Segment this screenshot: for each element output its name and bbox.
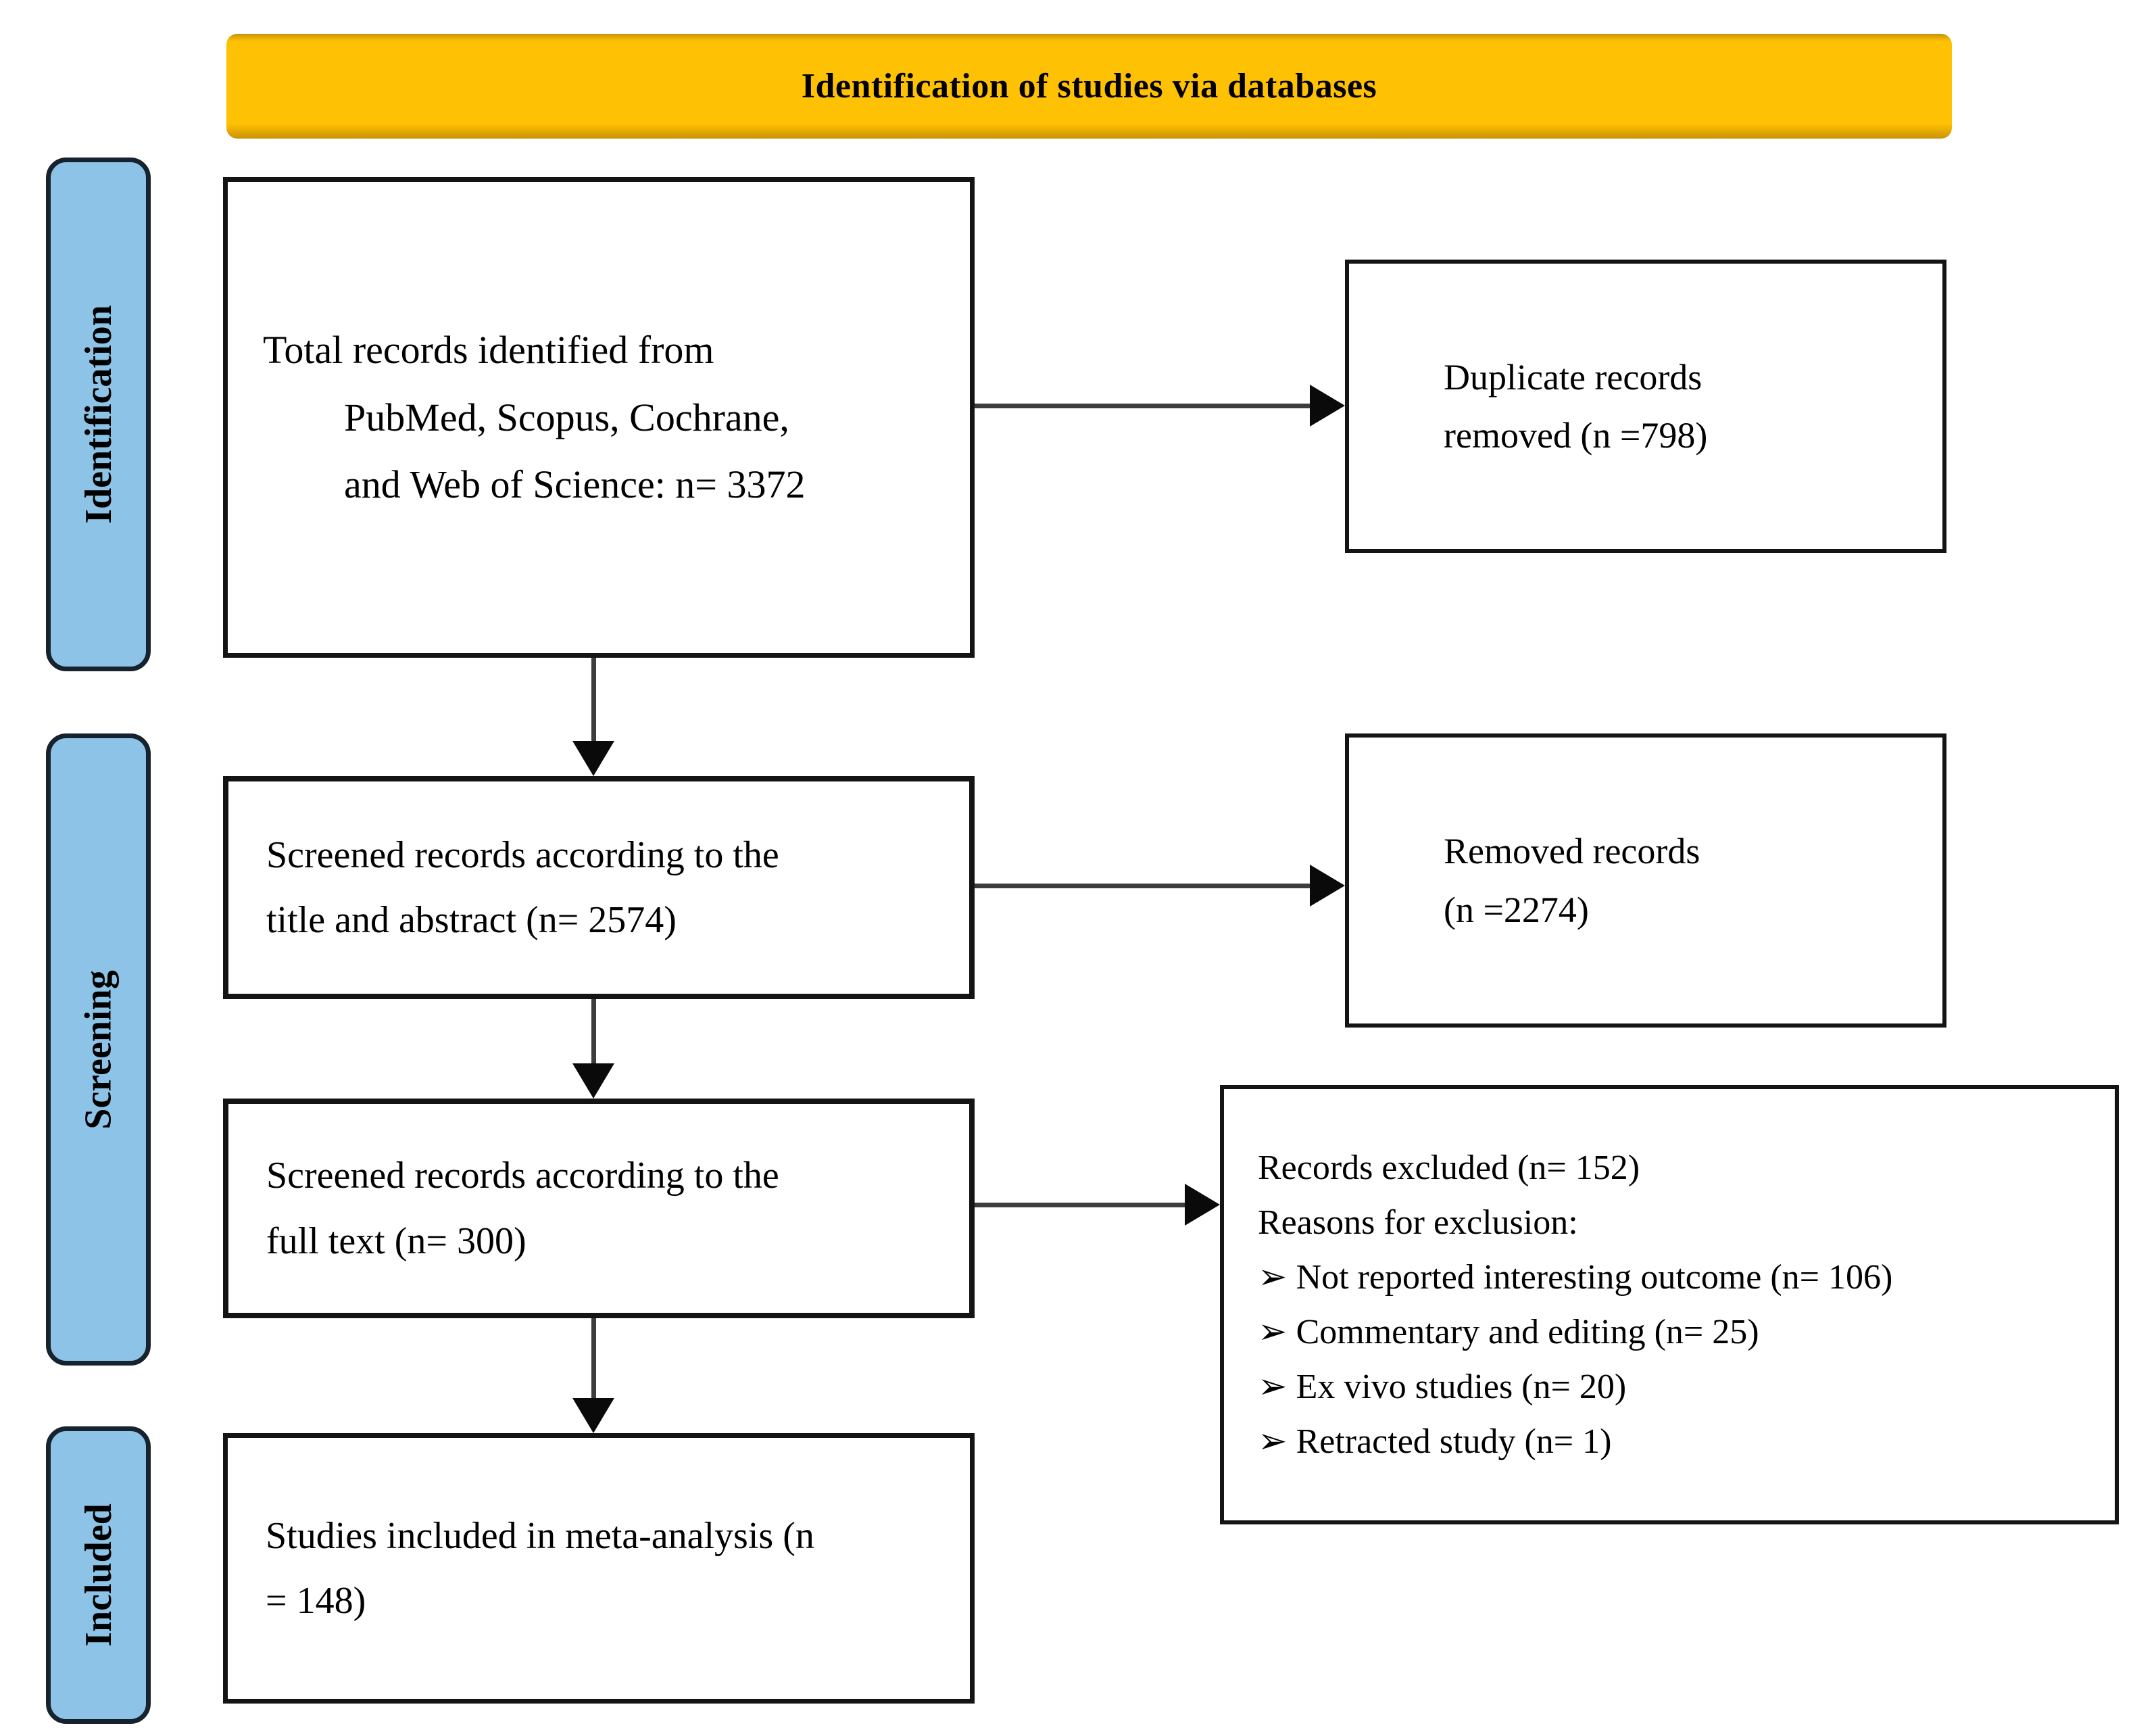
stage-tab-identification-label: Identification — [77, 305, 120, 524]
stage-tab-screening-label: Screening — [77, 969, 120, 1130]
arrow-full-text-to-excluded-line — [975, 1203, 1187, 1207]
text-line: removed (n =798) — [1444, 415, 1708, 456]
box-records-removed: Removed records (n =2274) — [1345, 733, 1946, 1028]
box-screened-full-text: Screened records according to the full te… — [223, 1099, 975, 1318]
stage-tab-included-label: Included — [77, 1503, 120, 1647]
arrow-full-text-to-included-line — [591, 1318, 596, 1401]
text-line: and Web of Science: n= 3372 — [344, 462, 806, 507]
arrow-full-text-to-included-head-icon — [572, 1398, 614, 1433]
text-line: ➢ Retracted study (n= 1) — [1258, 1422, 1612, 1462]
header-banner: Identification of studies via databases — [226, 34, 1952, 139]
text-line: full text (n= 300) — [266, 1220, 526, 1262]
text-line: Total records identified from — [263, 327, 714, 372]
text-line: Records excluded (n= 152) — [1258, 1148, 1640, 1187]
box-duplicates-removed: Duplicate records removed (n =798) — [1345, 260, 1946, 553]
stage-tab-included: Included — [46, 1426, 151, 1724]
arrow-title-abstract-to-removed-head-icon — [1310, 865, 1345, 907]
stage-tab-screening: Screening — [46, 733, 151, 1366]
arrow-identified-to-duplicates-line — [975, 404, 1313, 408]
stage-tab-identification: Identification — [46, 158, 151, 671]
arrow-title-abstract-to-removed-line — [975, 884, 1313, 888]
text-line: ➢ Ex vivo studies (n= 20) — [1258, 1368, 1627, 1407]
arrow-full-text-to-excluded-head-icon — [1185, 1184, 1220, 1226]
arrow-title-abstract-to-full-text-line — [591, 999, 596, 1067]
arrow-identified-to-duplicates-head-icon — [1310, 385, 1345, 427]
text-line: ➢ Not reported interesting outcome (n= 1… — [1258, 1257, 1893, 1297]
text-line: Removed records — [1444, 831, 1700, 872]
text-line: Duplicate records — [1444, 356, 1702, 397]
text-line: title and abstract (n= 2574) — [266, 899, 677, 941]
arrow-title-abstract-to-full-text-head-icon — [572, 1063, 614, 1099]
text-line: PubMed, Scopus, Cochrane, — [344, 395, 789, 439]
text-line: ➢ Commentary and editing (n= 25) — [1258, 1313, 1759, 1351]
text-line: Screened records according to the — [266, 1155, 779, 1197]
text-line: Studies included in meta-analysis (n — [266, 1514, 814, 1557]
box-records-excluded: Records excluded (n= 152) Reasons for exc… — [1220, 1085, 2119, 1524]
header-banner-title: Identification of studies via databases — [801, 67, 1377, 105]
text-line: = 148) — [266, 1580, 366, 1622]
box-screened-title-abstract: Screened records according to the title a… — [223, 776, 975, 999]
arrow-identified-to-title-abstract-line — [591, 658, 596, 744]
arrow-identified-to-title-abstract-head-icon — [572, 741, 614, 776]
text-line: Screened records according to the — [266, 834, 779, 876]
box-included-meta-analysis: Studies included in meta-analysis (n = 14… — [223, 1433, 975, 1704]
text-line: Reasons for exclusion: — [1258, 1203, 1578, 1242]
text-line: (n =2274) — [1444, 889, 1589, 930]
